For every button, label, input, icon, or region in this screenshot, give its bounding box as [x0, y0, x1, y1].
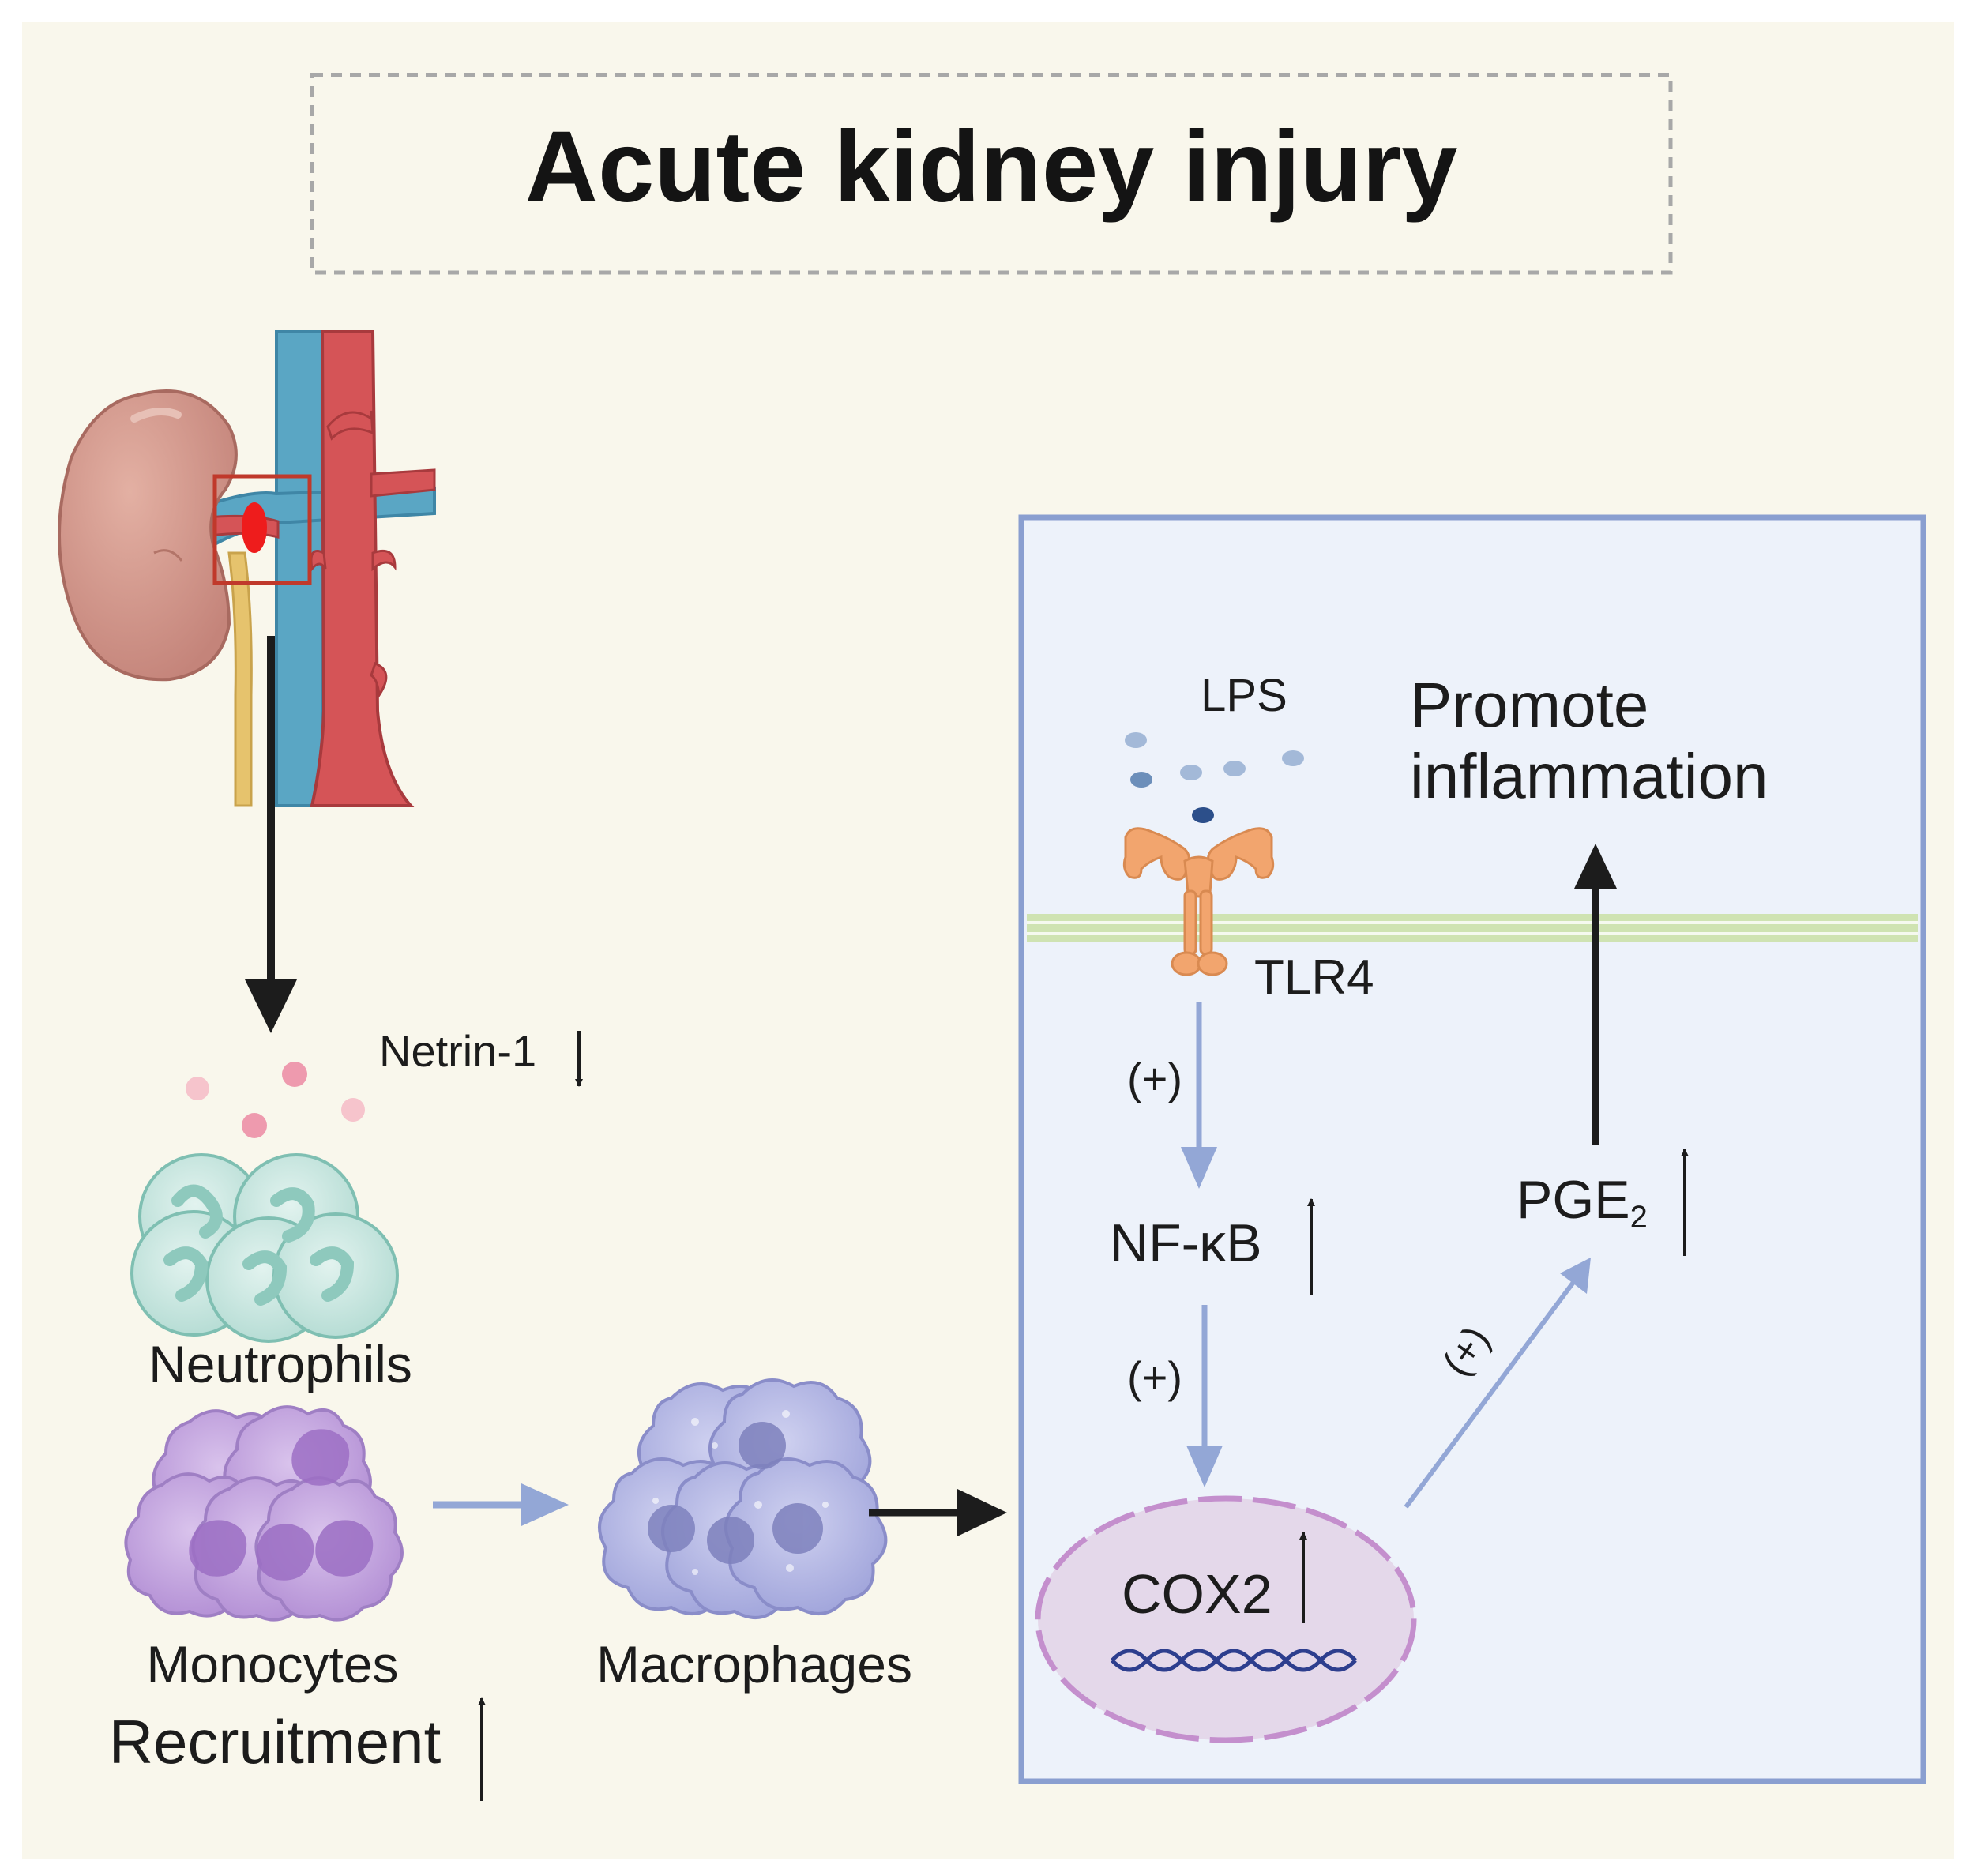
netrin-particle-icon — [186, 1062, 365, 1138]
lps-particle-icon — [1125, 732, 1304, 823]
arrowhead-kidney-to-neutrophils — [245, 979, 297, 1033]
recruitment-label: Recruitment — [109, 1707, 442, 1776]
page-title: Acute kidney injury — [525, 111, 1458, 224]
plus-label-1: (+) — [1127, 1054, 1182, 1103]
pge2-label: PGE2 — [1517, 1170, 1648, 1235]
monocytes-label: Monocytes — [146, 1635, 398, 1694]
neutrophils-label: Neutrophils — [148, 1335, 412, 1393]
macrophages-label: Macrophages — [596, 1635, 912, 1694]
arrowhead-pge2-to-inflammation — [1574, 844, 1617, 889]
arrowhead-macrophages-to-cell — [957, 1489, 1007, 1536]
lps-label: LPS — [1201, 670, 1287, 721]
netrin-label: Netrin-1 — [379, 1026, 536, 1076]
macrophage-icon — [598, 1378, 888, 1619]
neutrophil-icon — [130, 1153, 399, 1343]
arrowhead-tlr4-to-nfkb — [1181, 1147, 1217, 1189]
promote-inflammation-line1: Promote — [1410, 670, 1648, 740]
arrowhead-cox2-to-pge2 — [1560, 1258, 1591, 1294]
cox2-label: COX2 — [1122, 1563, 1272, 1625]
nucleus — [1035, 1495, 1417, 1743]
dna-icon — [1111, 1649, 1357, 1672]
arrowhead-nfkb-to-cox2 — [1186, 1446, 1223, 1487]
pge2-base: PGE — [1517, 1170, 1630, 1230]
monocyte-icon — [124, 1405, 404, 1622]
pge2-subscript: 2 — [1630, 1200, 1648, 1235]
arrowhead-monocytes-to-macrophages — [521, 1483, 569, 1526]
tlr4-receptor-icon — [1122, 827, 1275, 976]
kidney-icon — [58, 330, 436, 807]
plus-label-2: (+) — [1127, 1352, 1182, 1402]
arrow-cox2-to-pge2 — [1404, 1280, 1577, 1509]
cell-membrane — [1027, 914, 1918, 942]
promote-inflammation-line2: inflammation — [1410, 741, 1768, 811]
nfkb-label: NF-κB — [1110, 1213, 1262, 1273]
tlr4-label: TLR4 — [1254, 950, 1374, 1005]
